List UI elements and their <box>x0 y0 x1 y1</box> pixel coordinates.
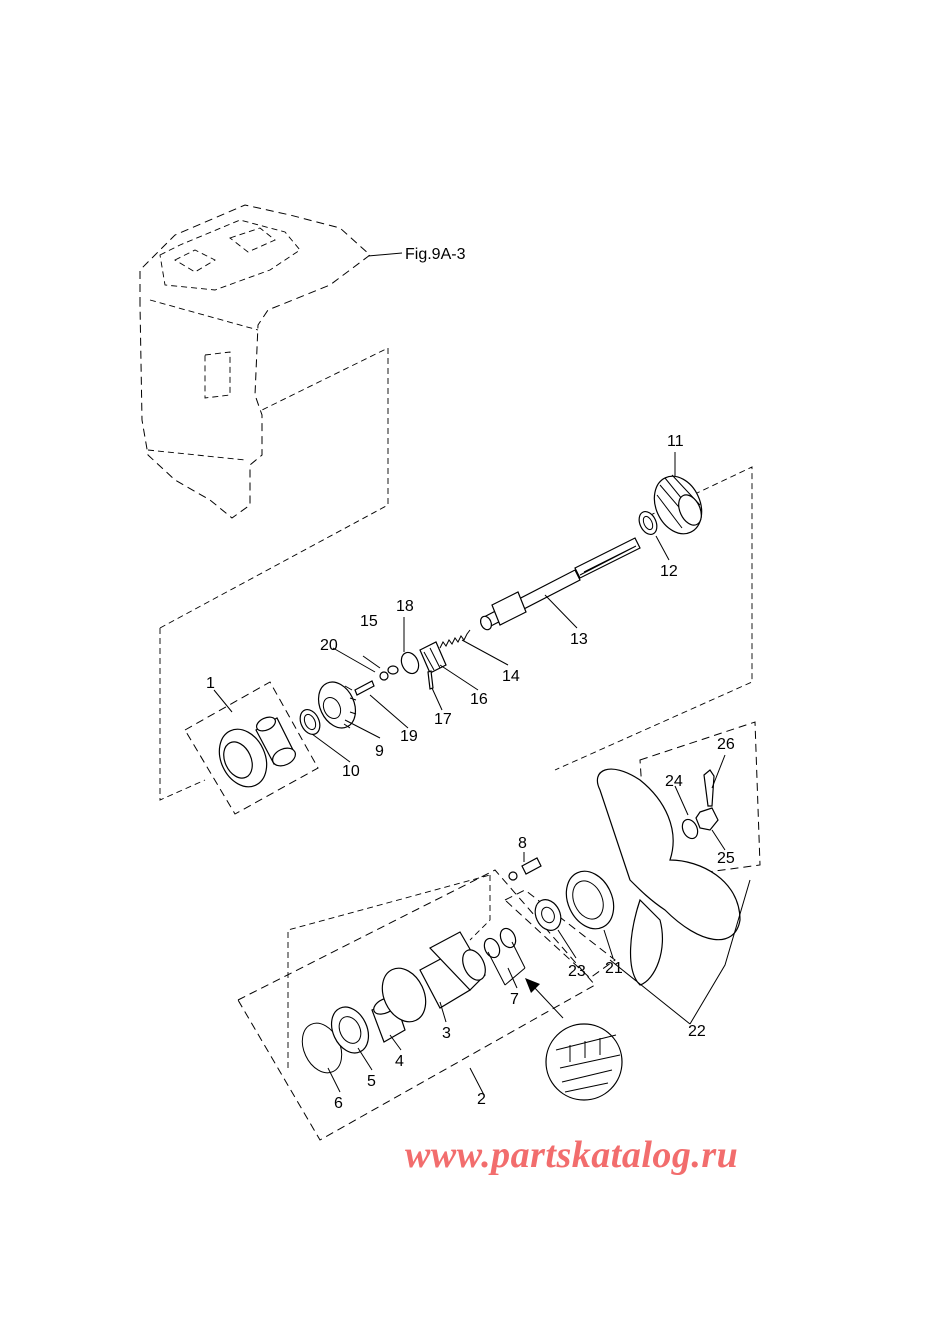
figure-reference: Fig.9A-3 <box>367 246 466 263</box>
washer-10 <box>299 709 321 735</box>
bearing-housing-group-box <box>237 869 596 1141</box>
callout-4: 4 <box>395 1053 404 1070</box>
shifter-15 <box>387 665 399 675</box>
figure-reference-label: Fig.9A-3 <box>405 246 466 263</box>
callout-5: 5 <box>367 1073 376 1090</box>
callout-9: 9 <box>375 743 384 760</box>
pinion-gear-11 <box>653 474 703 535</box>
oil-seal-7a <box>483 937 501 959</box>
callout-3: 3 <box>442 1025 451 1042</box>
leader-lines <box>213 452 751 1096</box>
bushing-23 <box>534 899 562 931</box>
bearing-cone <box>255 716 296 767</box>
callout-22: 22 <box>688 1023 706 1040</box>
dog-clutch-16 <box>419 641 447 674</box>
callout-19: 19 <box>400 728 418 745</box>
forward-gear-9 <box>317 681 357 729</box>
callout-7: 7 <box>510 991 519 1008</box>
bearing-group-1-box <box>184 681 319 815</box>
ball-bearing-5 <box>330 1006 370 1054</box>
propeller-shaft-13 <box>479 537 641 631</box>
spring-14 <box>439 629 471 649</box>
shim-12 <box>638 511 658 535</box>
callout-26: 26 <box>717 736 735 753</box>
housing-projection-lines <box>287 874 491 1068</box>
callout-15: 15 <box>360 613 378 630</box>
bearing-outer-race <box>218 728 268 788</box>
bolt-8 <box>508 857 542 881</box>
callout-labels: 1 2 3 4 5 6 7 8 9 10 11 12 13 14 15 16 1… <box>206 433 735 1112</box>
detail-arrow <box>525 978 564 1019</box>
callout-17: 17 <box>434 711 452 728</box>
nut-25 <box>695 807 719 831</box>
callout-13: 13 <box>570 631 588 648</box>
callout-1: 1 <box>206 675 215 692</box>
callout-23: 23 <box>568 963 586 980</box>
callout-12: 12 <box>660 563 678 580</box>
clip-18 <box>400 651 420 675</box>
callout-16: 16 <box>470 691 488 708</box>
oil-seal-7b <box>499 927 517 949</box>
callout-18: 18 <box>396 598 414 615</box>
ball-20 <box>379 671 389 681</box>
callout-8: 8 <box>518 835 527 852</box>
cotter-pin-26 <box>703 769 715 807</box>
watermark-text: www.partskatalog.ru <box>405 1134 739 1176</box>
callout-20: 20 <box>320 637 338 654</box>
plunger-19 <box>354 680 375 696</box>
bushing-group-box <box>504 889 616 979</box>
lower-casing-outline <box>139 204 371 519</box>
callout-25: 25 <box>717 850 735 867</box>
propeller-shaft-housing-3 <box>381 931 486 1023</box>
detail-view-circle <box>545 1023 623 1101</box>
callout-21: 21 <box>605 960 623 977</box>
callout-11: 11 <box>667 433 684 450</box>
callout-6: 6 <box>334 1095 343 1112</box>
callout-10: 10 <box>342 763 360 780</box>
callout-2: 2 <box>477 1091 486 1108</box>
pin-17 <box>427 670 434 690</box>
washer-24 <box>681 818 699 840</box>
callout-14: 14 <box>502 668 520 685</box>
callout-24: 24 <box>665 773 683 790</box>
propeller-22 <box>565 768 741 986</box>
